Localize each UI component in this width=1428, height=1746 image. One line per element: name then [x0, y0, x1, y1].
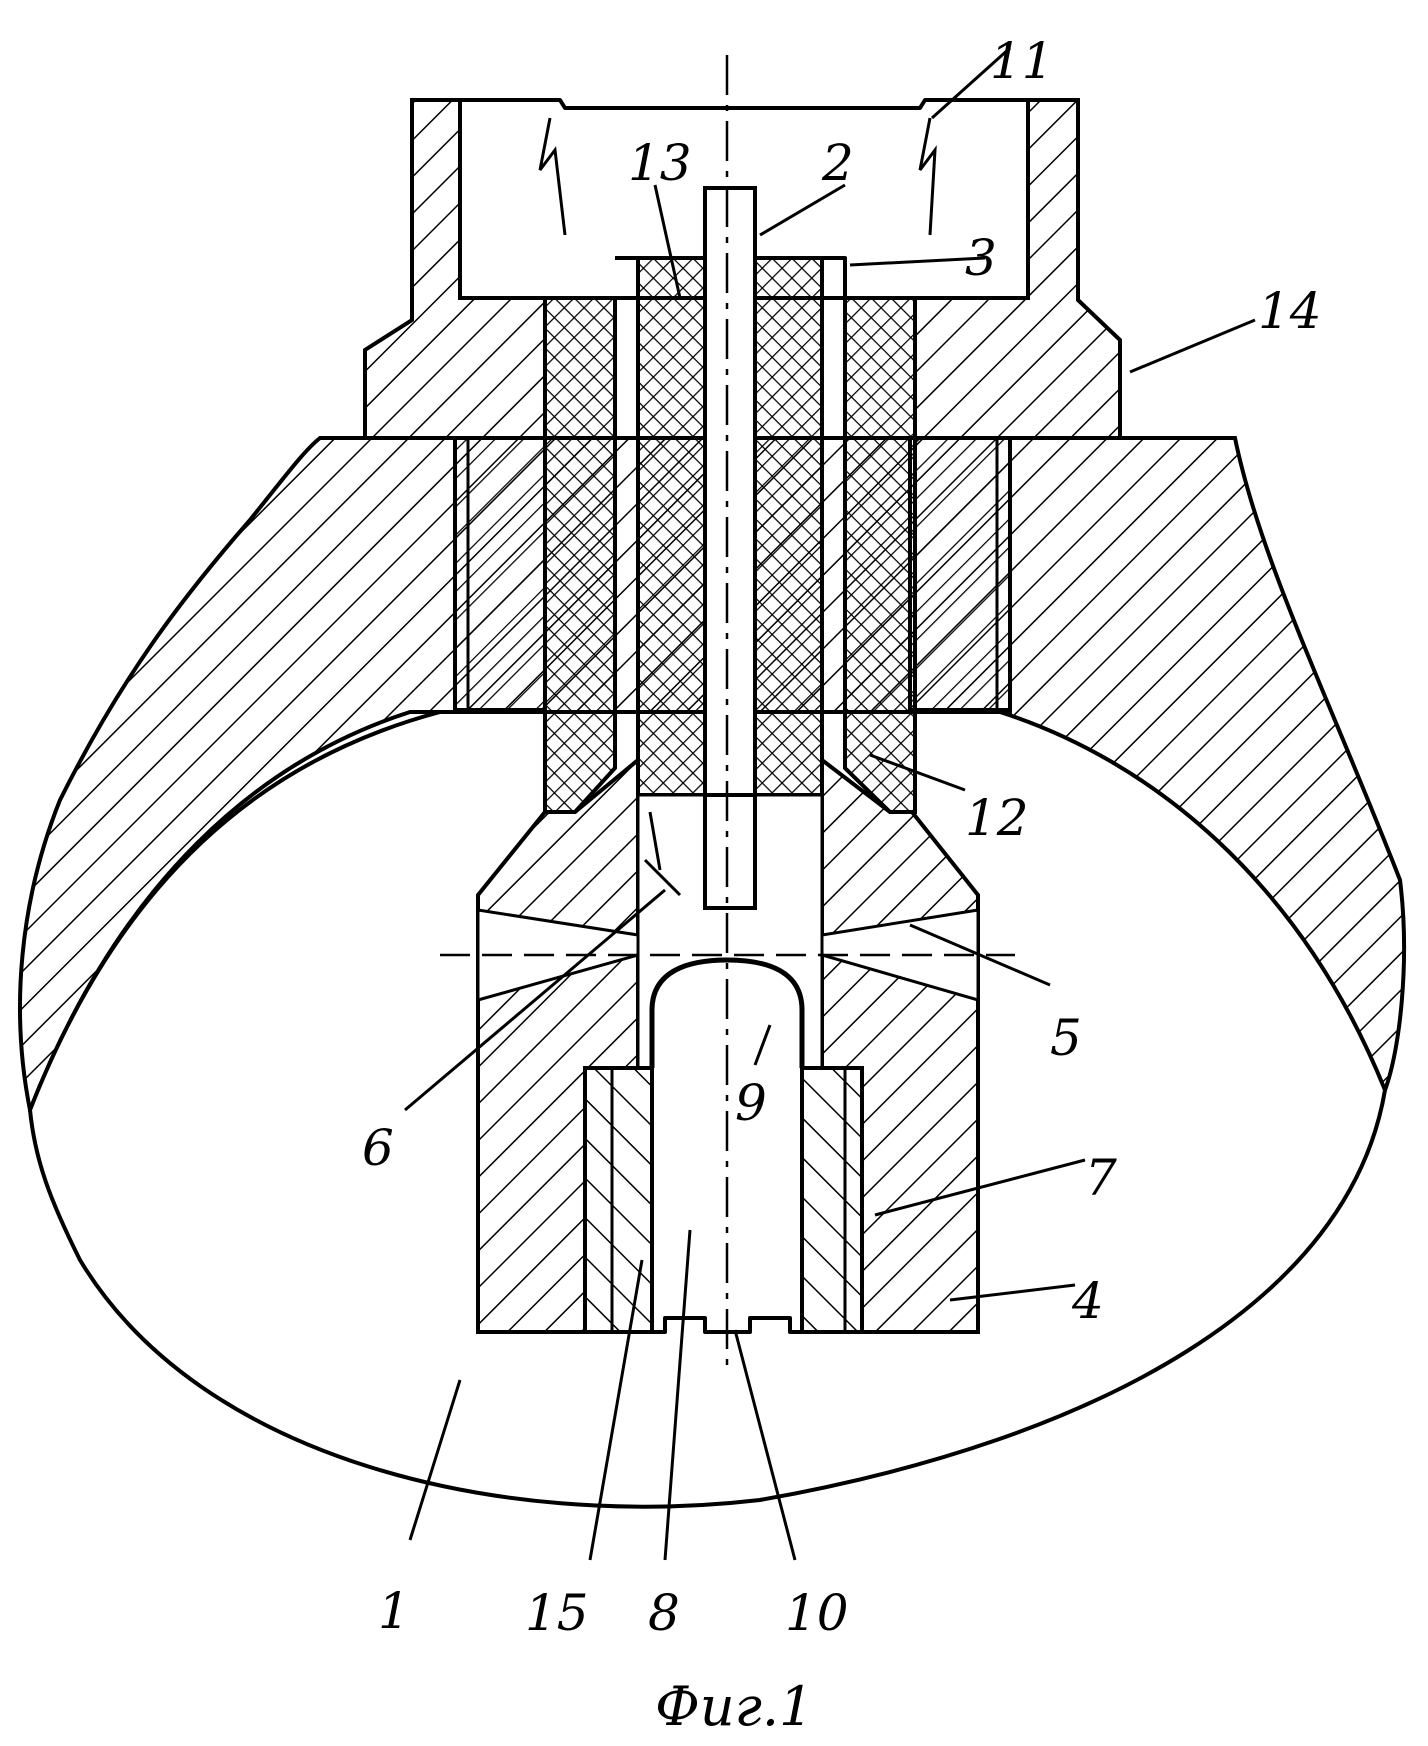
label-9: 9 — [735, 1074, 767, 1132]
label-8: 8 — [648, 1584, 680, 1642]
label-6: 6 — [362, 1119, 394, 1177]
nut-14-right — [915, 100, 1120, 438]
label-11: 11 — [990, 32, 1054, 90]
label-12: 12 — [965, 789, 1029, 847]
insulator-12-left — [545, 298, 615, 812]
label-4: 4 — [1071, 1272, 1104, 1330]
label-7: 7 — [1085, 1149, 1117, 1207]
liner-7 — [802, 1068, 862, 1332]
label-5: 5 — [1050, 1009, 1082, 1067]
break-mark-left — [540, 118, 565, 235]
insert-right — [910, 438, 1010, 710]
label-15: 15 — [525, 1584, 589, 1642]
insulator-12-right — [845, 298, 915, 812]
nut-14-left — [365, 100, 545, 438]
label-13: 13 — [628, 134, 692, 192]
break-mark-right — [920, 118, 935, 235]
label-1: 1 — [378, 1582, 410, 1640]
label-2: 2 — [821, 134, 854, 192]
figure-caption: Фиг.1 — [655, 1675, 813, 1738]
label-10: 10 — [785, 1584, 849, 1642]
label-14: 14 — [1258, 282, 1322, 340]
label-3: 3 — [965, 229, 997, 287]
liner-15 — [585, 1068, 652, 1332]
